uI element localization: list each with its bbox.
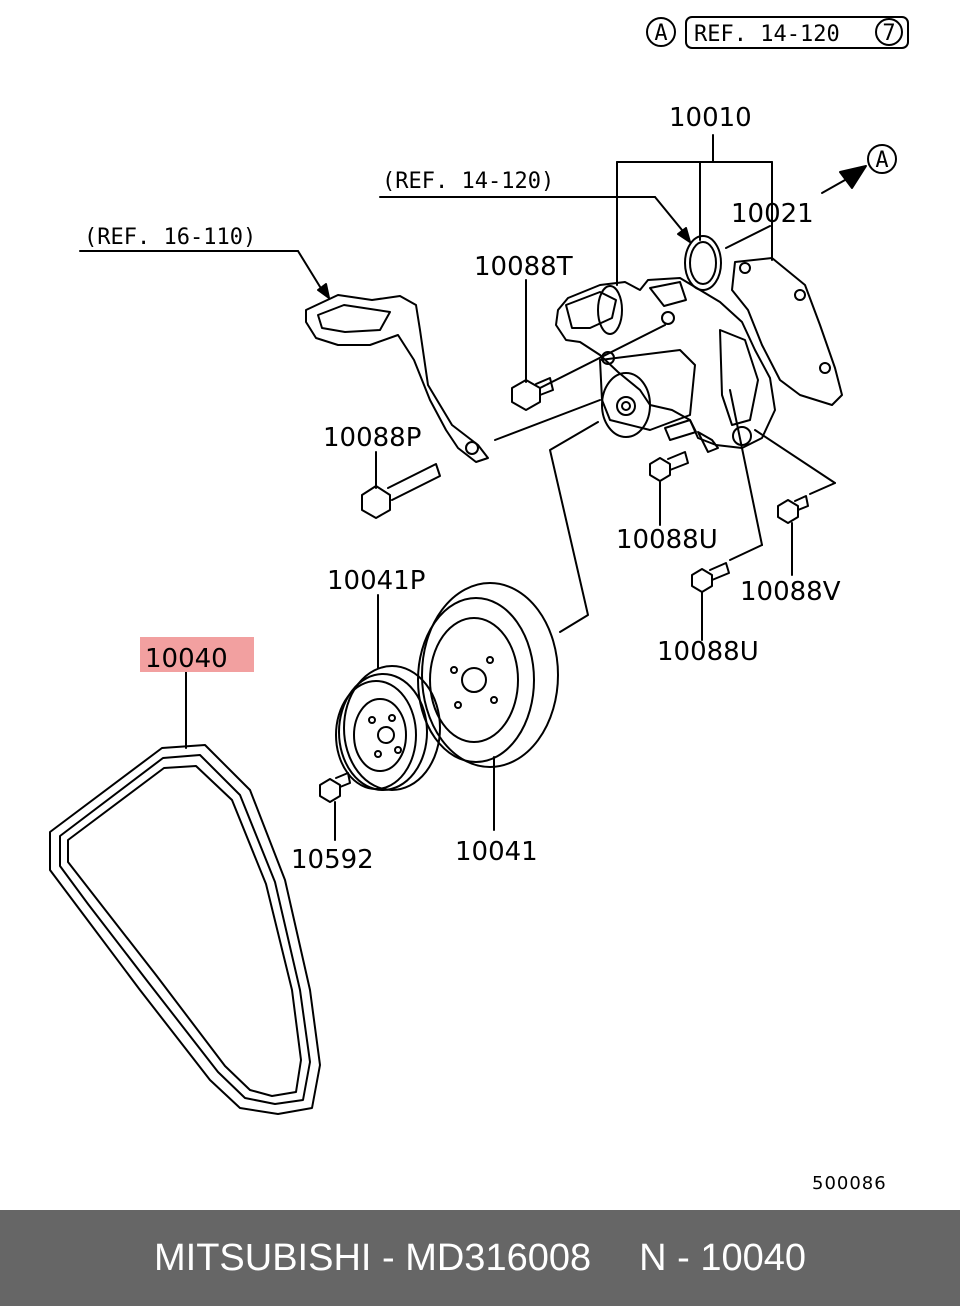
pulley-10041 xyxy=(417,582,559,831)
leader-10021 xyxy=(725,225,771,249)
gasket xyxy=(731,257,843,406)
pulley-10041p xyxy=(335,594,441,791)
label-10088t: 10088T xyxy=(474,252,573,282)
label-10040: 10040 xyxy=(145,644,228,674)
label-10088u-upper: 10088U xyxy=(616,525,718,555)
label-10041p: 10041P xyxy=(327,566,425,596)
o-ring xyxy=(684,235,722,291)
figure-number: 500086 xyxy=(812,1173,887,1194)
arrow-marker: A xyxy=(875,148,888,173)
water-pump xyxy=(555,277,776,453)
bolt-10088v xyxy=(754,429,836,576)
label-10021: 10021 xyxy=(731,199,814,229)
footer-brand-part: MITSUBISHI - MD316008 xyxy=(153,1236,592,1279)
footer-bar: MITSUBISHI - MD316008 N - 10040 xyxy=(0,1210,960,1306)
label-10088p: 10088P xyxy=(323,423,421,453)
leader-10010 xyxy=(616,134,773,286)
v-belt-10040[interactable] xyxy=(49,744,321,1115)
arrow-to-a xyxy=(821,144,897,194)
bolt-10088t xyxy=(511,279,666,411)
ref-left: (REF. 16-110) xyxy=(84,225,256,250)
bolt-10592 xyxy=(319,772,351,841)
label-10041: 10041 xyxy=(455,837,538,867)
label-10592: 10592 xyxy=(291,845,374,875)
label-10088v: 10088V xyxy=(740,577,841,607)
footer-ref-code: N - 10040 xyxy=(639,1236,807,1279)
parts-diagram: A REF. 14-120 7 A (REF. 14-120) (REF. 16… xyxy=(49,16,909,1194)
bolt-10088u-lower xyxy=(691,389,763,641)
ref-top-marker: A xyxy=(654,21,667,46)
leader-ref-left xyxy=(79,250,330,299)
ref-top-circle: 7 xyxy=(882,21,895,46)
bolt-10088p xyxy=(361,399,601,519)
label-10010: 10010 xyxy=(669,103,752,133)
ref-mid: (REF. 14-120) xyxy=(382,169,554,194)
leader-ref-mid xyxy=(379,196,691,243)
bolt-10088u-upper xyxy=(649,451,689,526)
leader-pulley-pump xyxy=(549,421,599,633)
label-10088u-lower: 10088U xyxy=(657,637,759,667)
ref-top xyxy=(646,16,909,49)
highlight-10040 xyxy=(140,637,254,672)
ref-top-text: REF. 14-120 xyxy=(694,22,840,47)
alternator-bracket xyxy=(305,294,489,463)
